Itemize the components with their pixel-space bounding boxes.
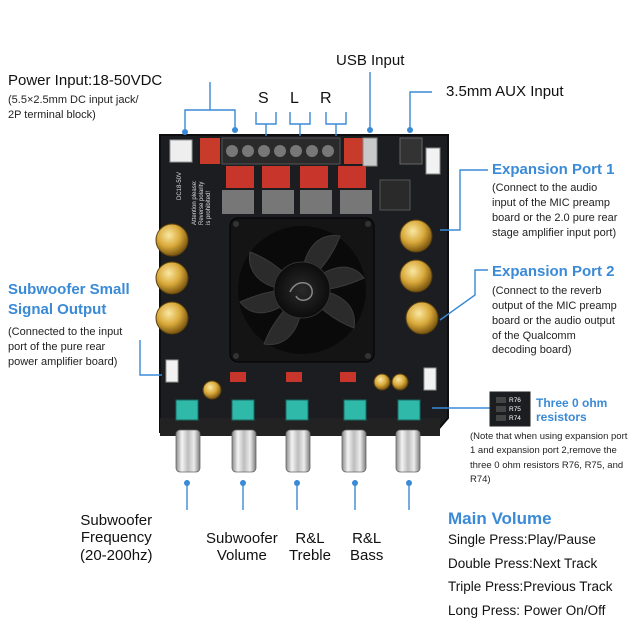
resistor-inset: R76 R75 R74 <box>489 391 531 427</box>
usb-port <box>362 137 378 167</box>
knob-label-line: Subwoofer <box>80 512 153 529</box>
power-input-desc-line: (5.5×2.5mm DC input jack/ <box>8 94 139 106</box>
expansion-port-2-desc: (Connect to the reverb output of the MIC… <box>492 284 617 358</box>
expansion-port-1-desc-line: stage amplifier input port) <box>492 226 617 239</box>
resistors-title: Three 0 ohm resistors <box>536 396 607 425</box>
expansion-port-1-desc-line: (Connect to the audio <box>492 182 598 194</box>
expansion-port-2-desc-line: decoding board) <box>492 344 572 357</box>
main-volume-function-line: Long Press: Power On/Off <box>448 602 606 618</box>
subwoofer-signal-desc: (Connected to the input port of the pure… <box>8 325 122 370</box>
usb-input-label: USB Input <box>336 52 405 69</box>
subwoofer-signal-title-line: Subwoofer Small <box>8 281 130 298</box>
resistors-note: (Note that when using expansion port 1 a… <box>470 430 627 487</box>
subwoofer-signal-title: Subwoofer Small Signal Output <box>8 280 130 319</box>
expansion-port-2-desc-line: of the Qualcomm <box>492 329 576 342</box>
knobs <box>175 429 421 473</box>
knob-label-line: R&L <box>295 530 325 547</box>
knob-label-line: Subwoofer <box>206 530 278 547</box>
main-volume-function-line: Double Press:Next Track <box>448 555 598 571</box>
power-terminal <box>200 138 220 164</box>
expansion-port-2-desc-line: output of the MIC preamp <box>492 299 617 312</box>
capacitors <box>155 219 439 400</box>
resistors-note-line: 1 and expansion port 2,remove the <box>470 445 617 457</box>
svg-text:Attention please:: Attention please: <box>192 180 198 225</box>
channel-r-label: R <box>320 90 332 107</box>
expansion-port-2-desc-line: (Connect to the reverb <box>492 285 602 297</box>
subwoofer-signal-desc-line: port of the pure rear <box>8 340 106 353</box>
potentiometers <box>175 399 421 421</box>
channel-s-label: S <box>258 90 269 107</box>
main-volume-function-line: Triple Press:Previous Track <box>448 579 613 595</box>
expansion-port-1-desc: (Connect to the audio input of the MIC p… <box>492 181 617 240</box>
resistors-title-line: resistors <box>536 410 587 425</box>
subwoofer-signal-desc-line: power amplifier board) <box>8 355 118 368</box>
expansion-port-1-title: Expansion Port 1 <box>492 161 615 178</box>
bass-label: R&L Bass <box>350 530 383 565</box>
inductors <box>222 166 372 214</box>
power-input-desc: (5.5×2.5mm DC input jack/ 2P terminal bl… <box>8 93 139 123</box>
knob-label-line: Frequency <box>80 529 152 547</box>
svg-text:R75: R75 <box>509 406 521 413</box>
main-volume-title: Main Volume <box>448 509 552 528</box>
small-components <box>165 179 437 391</box>
aux-input-label: 3.5mm AUX Input <box>446 83 564 100</box>
svg-text:R76: R76 <box>509 397 521 404</box>
subwoofer-volume-label: Subwoofer Volume <box>206 530 278 565</box>
power-input-desc-line: 2P terminal block) <box>8 108 96 121</box>
board-warning-print: Attention please: Reverse polarity is pr… <box>192 180 212 225</box>
svg-text:Reverse polarity: Reverse polarity <box>199 182 205 225</box>
treble-label: R&L Treble <box>289 530 331 565</box>
subwoofer-frequency-label: Subwoofer Frequency (20-200hz) <box>80 512 153 564</box>
power-input-title: Power Input:18-50VDC <box>8 72 163 89</box>
board-model-print: DC18-50V <box>177 172 183 200</box>
speaker-terminals <box>221 137 364 165</box>
svg-text:is prohibited!: is prohibited! <box>206 191 212 225</box>
knob-label-line: Bass <box>350 547 384 565</box>
dc-jack <box>169 139 193 163</box>
aux-jack <box>399 137 423 165</box>
resistors-title-line: Three 0 ohm <box>536 396 608 410</box>
svg-text:R74: R74 <box>509 415 521 422</box>
expansion-port-1-connector <box>425 147 441 175</box>
expansion-port-2-desc-line: board or the audio output <box>492 314 615 327</box>
subwoofer-signal-desc-line: (Connected to the input <box>8 326 123 338</box>
cooling-fan <box>229 217 375 363</box>
resistors-note-line: R74) <box>470 473 491 485</box>
expansion-port-2-title: Expansion Port 2 <box>492 263 615 280</box>
knob-label-line: Treble <box>289 547 331 565</box>
knob-label-line: R&L <box>352 530 382 547</box>
main-volume-function-line: Single Press:Play/Pause <box>448 532 596 547</box>
resistors-note-line: three 0 ohm resistors R76, R75, and <box>470 459 624 471</box>
knob-label-line: (20-200hz) <box>80 546 153 564</box>
expansion-port-1-desc-line: input of the MIC preamp <box>492 196 611 209</box>
main-volume-functions: Single Press:Play/Pause Double Press:Nex… <box>448 528 613 623</box>
knob-label-line: Volume <box>216 547 267 565</box>
resistors-note-line: (Note that when using expansion port <box>470 431 628 442</box>
expansion-port-1-desc-line: board or the 2.0 pure rear <box>492 211 618 224</box>
subwoofer-signal-title-line: Signal Output <box>8 300 107 318</box>
leader-dots <box>182 127 413 486</box>
channel-l-label: L <box>290 90 299 107</box>
